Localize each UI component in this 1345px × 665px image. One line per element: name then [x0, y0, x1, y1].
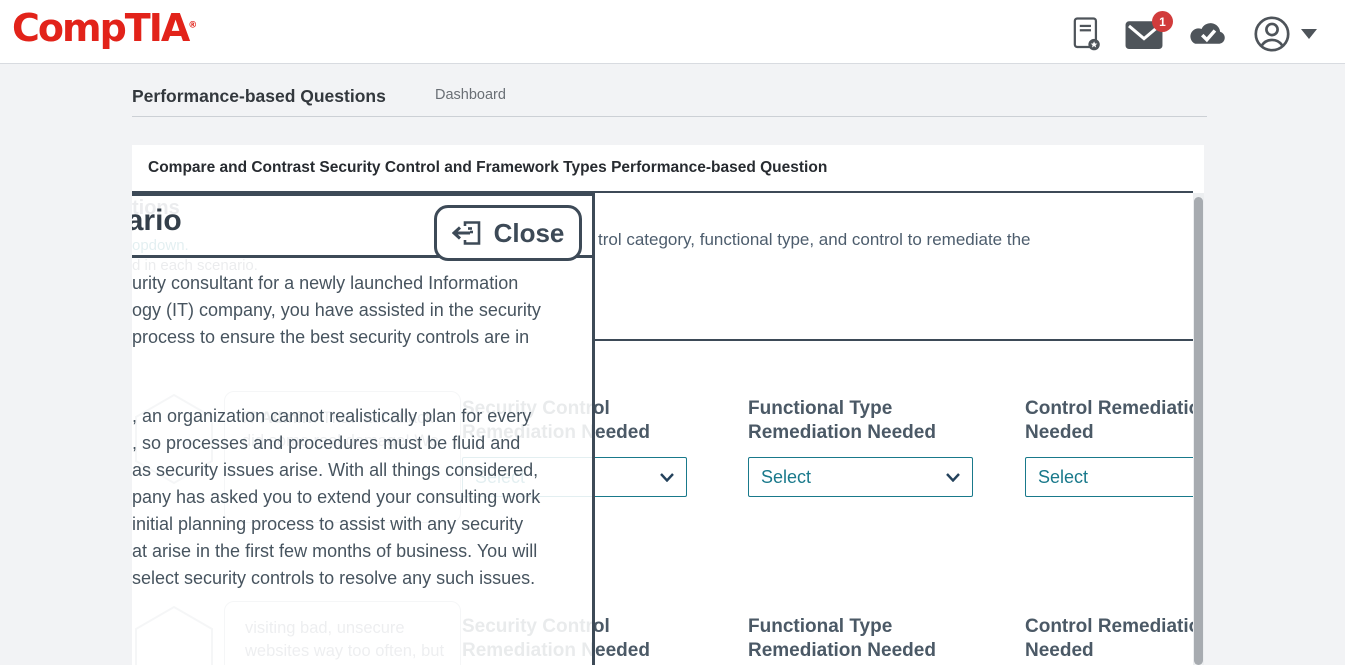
question-card-title: Compare and Contrast Security Control an…: [148, 159, 828, 176]
scenario-modal-header: Scenario Close: [132, 196, 592, 261]
scenario-line: urity consultant for a newly launched In…: [132, 273, 519, 293]
vertical-scrollbar[interactable]: [1193, 193, 1204, 665]
scrollbar-thumb[interactable]: [1194, 197, 1203, 665]
results-document-icon[interactable]: [1071, 16, 1101, 52]
scenario-text: urity consultant for a newly launched In…: [132, 258, 592, 592]
scenario-title: Scenario: [132, 204, 182, 237]
scenario-line: select security controls to resolve any …: [132, 568, 536, 588]
scenario-line: pany has asked you to extend your consul…: [132, 487, 541, 507]
scenario-line: , so processes and procedures must be fl…: [132, 433, 521, 453]
scenario-line: process to ensure the best security cont…: [132, 327, 530, 347]
close-button[interactable]: Close: [434, 205, 582, 261]
column-control-remediation: Control Remediation Needed: [1025, 397, 1193, 445]
mail-icon[interactable]: 1: [1125, 11, 1173, 49]
column-header: Control Remediation Needed: [1025, 616, 1193, 661]
column-functional-type: Functional Type Remediation Needed: [748, 615, 960, 663]
scenario-line: ogy (IT) company, you have assisted in t…: [132, 300, 541, 320]
chevron-down-icon: [1301, 29, 1317, 39]
account-menu[interactable]: [1253, 15, 1317, 53]
column-control-remediation: Control Remediation Needed: [1025, 615, 1193, 663]
scenario-line: as security issues arise. With all thing…: [132, 460, 539, 480]
card-title-divider: [132, 191, 1193, 193]
scenario-line: , an organization cannot realistically p…: [132, 406, 532, 426]
column-functional-type: Functional Type Remediation Needed: [748, 397, 960, 445]
control-remediation-select[interactable]: Select: [1025, 457, 1193, 497]
top-bar: CompTIA® 1: [0, 0, 1345, 64]
page-divider: [132, 116, 1207, 117]
topbar-icons: 1: [1071, 11, 1317, 54]
scenario-modal: Scenario Close urity consultant for a ne…: [132, 193, 595, 665]
column-header: Functional Type Remediation Needed: [748, 616, 936, 661]
comptia-logo[interactable]: CompTIA®: [12, 6, 198, 50]
question-card: Compare and Contrast Security Control an…: [132, 145, 1204, 665]
breadcrumb-dashboard[interactable]: Dashboard: [435, 87, 506, 103]
instruction-text-fragment: trol category, functional type, and cont…: [598, 230, 1031, 249]
chevron-down-icon: [946, 472, 960, 482]
exit-icon: [451, 221, 480, 245]
notification-badge: 1: [1152, 11, 1173, 32]
functional-type-select[interactable]: Select: [748, 457, 973, 497]
page-title: Performance-based Questions: [132, 86, 386, 106]
registered-mark: ®: [188, 20, 198, 31]
scenario-line: at arise in the first few months of busi…: [132, 541, 538, 561]
column-header: Functional Type Remediation Needed: [748, 398, 936, 443]
column-header: Control Remediation Needed: [1025, 398, 1193, 443]
instructions-divider: [595, 339, 1193, 341]
cloud-check-icon[interactable]: [1187, 19, 1229, 49]
scenario-line: initial planning process to assist with …: [132, 514, 524, 534]
chevron-down-icon: [660, 472, 674, 482]
